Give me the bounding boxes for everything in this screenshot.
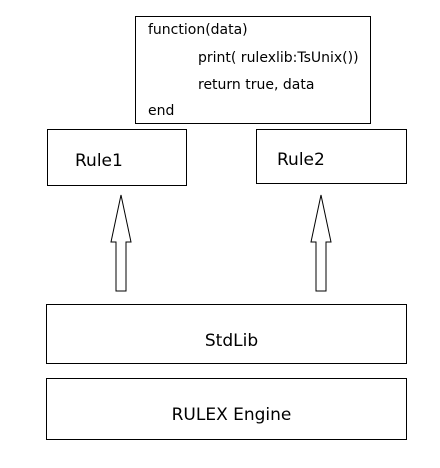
code-line-return: return true, data (198, 77, 315, 93)
rule2-box: Rule2 (256, 129, 407, 184)
rulex-engine-label: RULEX Engine (171, 405, 292, 425)
code-line-function: function(data) (148, 22, 248, 38)
rulex-engine-layer-box: RULEX Engine (46, 378, 407, 440)
arrow-up-to-rule1 (110, 194, 132, 292)
rule1-box: Rule1 (47, 129, 187, 186)
stdlib-label: StdLib (204, 331, 259, 351)
stdlib-layer-box: StdLib (46, 304, 407, 364)
callback-code-box: function(data) print( rulexlib:TsUnix())… (135, 16, 371, 124)
code-line-print: print( rulexlib:TsUnix()) (198, 50, 359, 66)
rule2-label: Rule2 (277, 150, 325, 170)
code-line-end: end (148, 103, 175, 119)
arrow-up-to-rule2 (310, 194, 332, 292)
rule1-label: Rule1 (75, 151, 123, 171)
